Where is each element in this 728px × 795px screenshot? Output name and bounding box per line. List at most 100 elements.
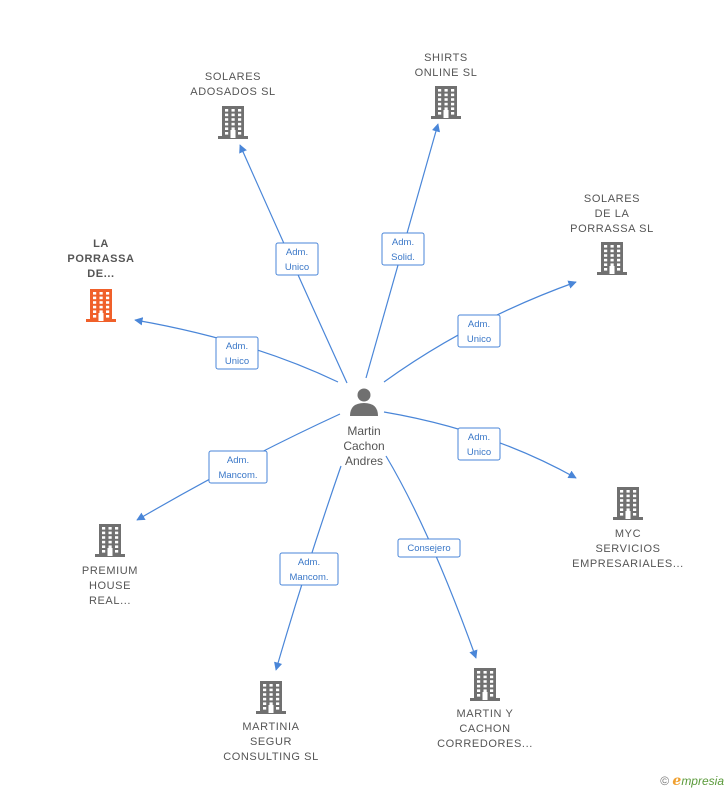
building-window: [99, 301, 103, 304]
building-icon[interactable]: [218, 106, 248, 139]
company-name-line[interactable]: CONSULTING SL: [223, 751, 319, 763]
building-icon[interactable]: [597, 242, 627, 275]
building-window: [99, 296, 103, 300]
building-window: [225, 132, 229, 135]
building-window: [604, 249, 608, 253]
building-window: [108, 536, 112, 539]
person-name-line[interactable]: Cachon: [343, 439, 384, 453]
role-badge-martinia-segur[interactable]: Adm.Mancom.: [279, 552, 339, 586]
company-label-solares-adosados[interactable]: SOLARES ADOSADOS SL: [190, 71, 275, 98]
building-window: [231, 109, 235, 112]
role-badge-text: Unico: [467, 334, 491, 345]
building-window: [617, 254, 621, 257]
building-door: [230, 130, 236, 138]
role-badge-la-porrassa-de[interactable]: Adm.Unico: [215, 336, 259, 370]
company-name-line[interactable]: EMPRESARIALES...: [572, 558, 684, 570]
role-badge-solares-de-la-porrassa[interactable]: Adm.Unico: [457, 314, 501, 348]
building-icon[interactable]: [256, 681, 286, 714]
building-icon[interactable]: [613, 487, 643, 520]
company-name-line[interactable]: MYC: [615, 528, 641, 540]
building-window: [115, 531, 119, 535]
company-name-line[interactable]: SEGUR: [250, 736, 292, 748]
building-window: [276, 707, 280, 710]
building-window: [102, 527, 106, 530]
company-label-martin-y-cachon[interactable]: MARTIN Y CACHON CORREDORES...: [437, 708, 533, 750]
company-name-line[interactable]: SHIRTS: [424, 52, 468, 64]
building-window: [93, 310, 97, 313]
building-window: [444, 102, 448, 106]
company-name-line[interactable]: ONLINE SL: [415, 67, 478, 79]
building-window: [115, 545, 119, 548]
company-name-line[interactable]: DE LA: [595, 208, 630, 220]
building-window: [438, 102, 442, 106]
building-window: [620, 490, 624, 493]
company-name-line[interactable]: SOLARES: [584, 193, 640, 205]
company-name-line[interactable]: PREMIUM: [82, 565, 138, 577]
person-name-line[interactable]: Andres: [345, 454, 383, 468]
building-window: [115, 540, 119, 544]
role-badge-box: [457, 314, 501, 348]
building-window: [108, 545, 112, 548]
company-name-line[interactable]: REAL...: [89, 595, 131, 607]
company-label-la-porrassa-de[interactable]: LA PORRASSA DE...: [67, 238, 134, 280]
role-badge-martin-y-cachon[interactable]: Consejero: [397, 538, 461, 558]
building-window: [269, 684, 273, 687]
role-badge-shirts-online[interactable]: Adm.Solid.: [381, 232, 425, 266]
building-window: [225, 127, 229, 130]
building-window: [604, 258, 608, 262]
building-icon[interactable]: [431, 86, 461, 119]
company-name-line[interactable]: CORREDORES...: [437, 738, 533, 750]
person-head: [357, 388, 371, 402]
company-label-premium-house[interactable]: PREMIUM HOUSE REAL...: [82, 565, 138, 607]
company-label-martinia-segur[interactable]: MARTINIA SEGUR CONSULTING SL: [223, 721, 319, 763]
building-window: [617, 263, 621, 266]
building-window: [633, 503, 637, 507]
person-name-line[interactable]: Martin: [347, 424, 380, 438]
company-name-line[interactable]: CACHON: [459, 723, 510, 735]
building-window: [99, 310, 103, 313]
company-name-line[interactable]: MARTIN Y: [457, 708, 514, 720]
building-window: [269, 702, 273, 705]
building-window: [238, 132, 242, 135]
building-icon[interactable]: [86, 289, 116, 322]
building-window: [633, 490, 637, 493]
person-icon[interactable]: [350, 388, 378, 417]
building-window: [108, 540, 112, 544]
company-name-line[interactable]: SERVICIOS: [595, 543, 660, 555]
building-icon[interactable]: [95, 524, 125, 557]
company-name-line[interactable]: DE...: [87, 268, 114, 280]
building-window: [225, 109, 229, 112]
building-window: [93, 296, 97, 300]
building-window: [610, 258, 614, 262]
building-window: [626, 499, 630, 502]
building-door: [443, 110, 449, 118]
role-badge-myc-servicios[interactable]: Adm.Unico: [457, 427, 501, 461]
role-badge-solares-adosados[interactable]: Adm.Unico: [275, 242, 319, 276]
building-door: [609, 266, 615, 274]
role-badge-premium-house[interactable]: Adm.Mancom.: [208, 450, 268, 484]
building-window: [490, 671, 494, 674]
person-body: [350, 403, 378, 416]
company-name-line[interactable]: MARTINIA: [242, 721, 299, 733]
company-name-line[interactable]: PORRASSA: [67, 253, 134, 265]
building-window: [263, 707, 267, 710]
company-name-line[interactable]: HOUSE: [89, 580, 131, 592]
building-window: [102, 531, 106, 535]
company-name-line[interactable]: LA: [93, 238, 109, 250]
company-label-myc-servicios[interactable]: MYC SERVICIOS EMPRESARIALES...: [572, 528, 684, 570]
building-window: [617, 249, 621, 253]
building-window: [276, 702, 280, 705]
building-door: [268, 705, 274, 713]
company-label-solares-de-la-porrassa[interactable]: SOLARES DE LA PORRASSA SL: [570, 193, 654, 235]
company-name-line[interactable]: SOLARES: [205, 71, 261, 83]
role-badge-text: Adm.: [468, 432, 490, 443]
building-icon[interactable]: [470, 668, 500, 701]
company-name-line[interactable]: ADOSADOS SL: [190, 86, 275, 98]
company-label-shirts-online[interactable]: SHIRTS ONLINE SL: [415, 52, 478, 79]
building-window: [483, 689, 487, 692]
company-name-line[interactable]: PORRASSA SL: [570, 223, 654, 235]
building-window: [490, 684, 494, 688]
building-window: [231, 122, 235, 126]
